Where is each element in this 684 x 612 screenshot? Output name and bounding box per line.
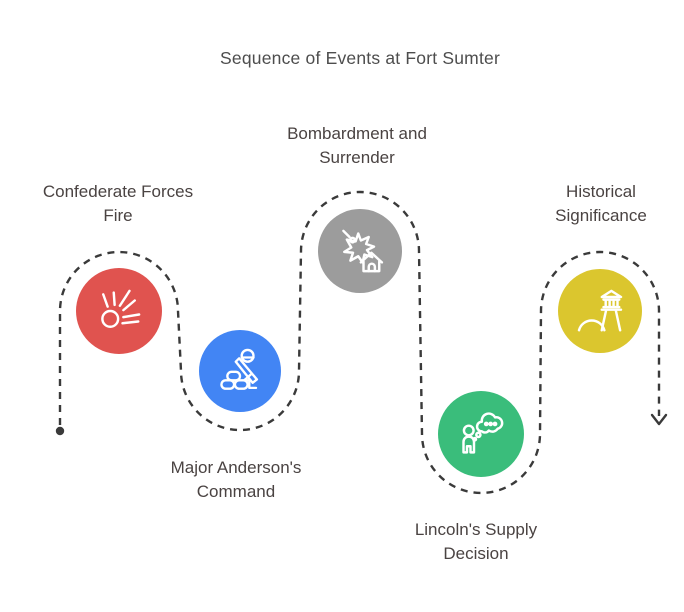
step-circle-major-andersons-command: [199, 330, 281, 412]
step-label-bombardment-and-surrender: Bombardment and Surrender: [287, 124, 427, 167]
step-circle-lincolns-supply-decision: [438, 391, 524, 477]
burst-icon: [101, 289, 141, 328]
page-title: Sequence of Events at Fort Sumter: [220, 48, 500, 68]
thinking-person-icon: [462, 412, 504, 454]
step-circle-confederate-forces-fire: [76, 268, 162, 354]
step-label-lincolns-supply-decision: Lincoln's Supply Decision: [414, 520, 538, 563]
arrow-down-icon: [650, 413, 668, 426]
step-label-major-andersons-command: Major Anderson's Command: [170, 458, 302, 501]
sequence-dashed-path: [58, 190, 661, 495]
path-start-dot: [55, 426, 65, 436]
step-circle-bombardment-and-surrender: [318, 209, 402, 293]
monument-icon: [577, 289, 623, 332]
step-circle-historical-significance: [558, 269, 642, 353]
step-label-historical-significance: Historical Significance: [555, 182, 647, 225]
soldier-icon: [220, 348, 259, 390]
bombardment-icon: [342, 229, 384, 273]
step-label-confederate-forces-fire: Confederate Forces Fire: [42, 182, 194, 225]
